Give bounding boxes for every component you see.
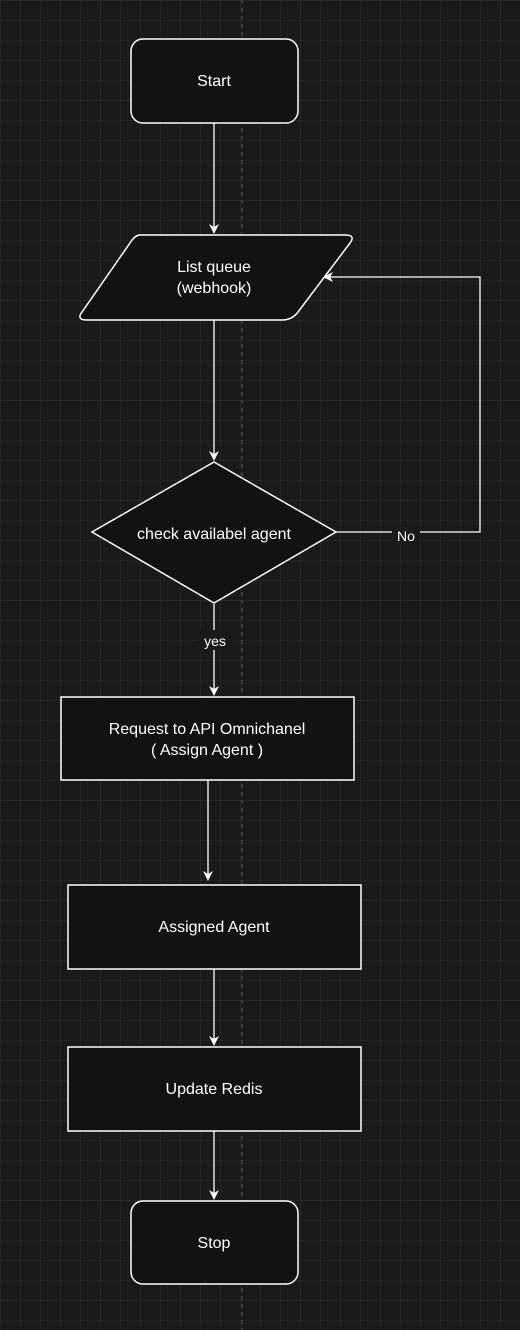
node-stop-shape	[130, 1200, 299, 1285]
node-list-queue[interactable]: List queue (webhook)	[79, 234, 353, 321]
node-stop[interactable]: Stop	[130, 1200, 299, 1285]
node-check-agent-label: check availabel agent	[137, 526, 291, 543]
node-update-redis-label: Update Redis	[166, 1081, 263, 1098]
node-assigned-agent[interactable]: Assigned Agent	[67, 884, 362, 970]
yes-label-bg	[198, 630, 232, 650]
node-check-agent-shape	[90, 461, 338, 604]
node-update-redis-shape	[67, 1046, 362, 1132]
node-stop-label: Stop	[198, 1235, 231, 1252]
node-list-queue-line-1: List queue	[177, 259, 251, 276]
edge-label-yes: yes	[204, 633, 226, 649]
node-list-queue-line-2: (webhook)	[177, 280, 252, 297]
node-assigned-agent-label: Assigned Agent	[158, 919, 270, 936]
node-check-agent[interactable]: check availabel agent	[90, 461, 338, 604]
node-start[interactable]: Start	[130, 38, 299, 124]
node-start-label: Start	[197, 73, 231, 90]
node-update-redis[interactable]: Update Redis	[67, 1046, 362, 1132]
node-assigned-agent-shape	[67, 884, 362, 970]
node-request-api[interactable]: Request to API Omnichanel ( Assign Agent…	[60, 696, 355, 781]
node-start-shape	[130, 38, 299, 124]
edge-label-no: No	[397, 528, 415, 544]
node-request-api-line-1: Request to API Omnichanel	[109, 721, 306, 738]
no-label-bg	[392, 526, 420, 544]
node-request-api-shape	[60, 696, 355, 781]
node-request-api-line-2: ( Assign Agent )	[151, 742, 263, 759]
node-list-queue-shape	[79, 234, 353, 321]
